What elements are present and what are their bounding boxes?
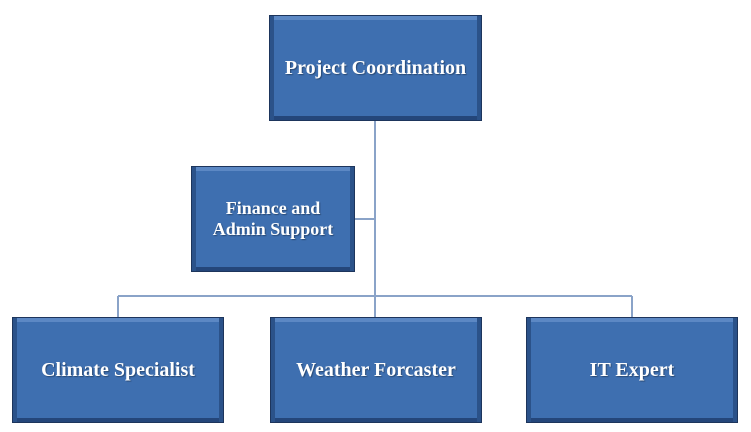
- node-finance-admin-support: Finance and Admin Support: [191, 166, 355, 272]
- node-weather-forcaster: Weather Forcaster: [270, 317, 482, 423]
- node-climate-specialist: Climate Specialist: [12, 317, 224, 423]
- node-project-coordination: Project Coordination: [269, 15, 482, 121]
- node-it-expert: IT Expert: [526, 317, 738, 423]
